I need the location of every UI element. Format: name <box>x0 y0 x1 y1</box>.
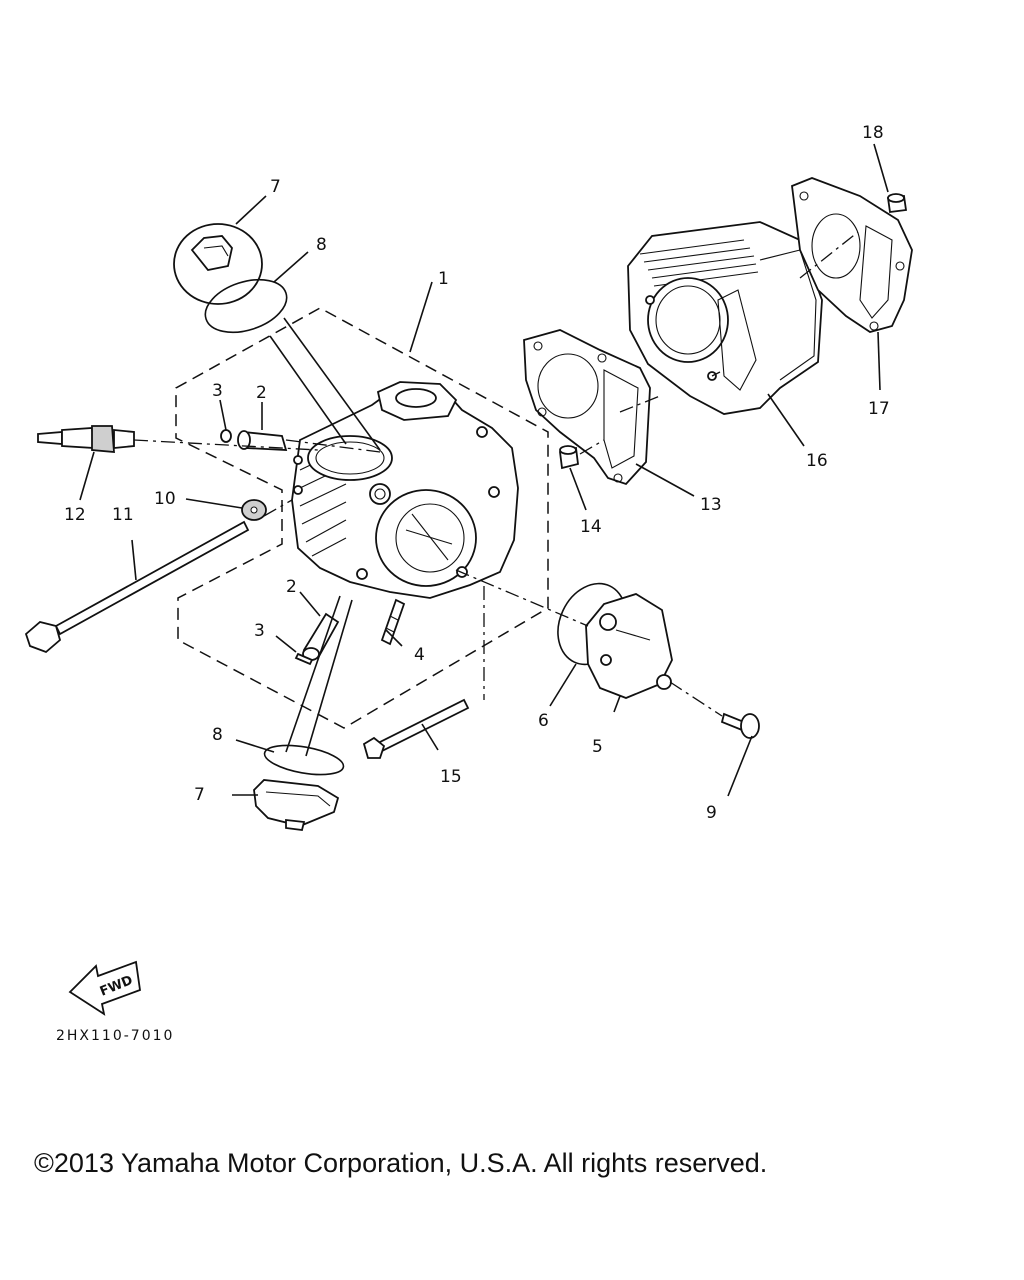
callout-7-lower: 7 <box>194 785 205 805</box>
o-ring-upper <box>204 278 288 334</box>
assembly-center-lines <box>133 231 859 717</box>
o-ring-lower <box>263 744 345 776</box>
callout-3-lower: 3 <box>254 621 265 641</box>
forward-direction-arrow: FWD <box>68 960 141 1016</box>
leader-lines <box>79 143 889 797</box>
callout-14: 14 <box>580 517 602 537</box>
callout-12: 12 <box>64 505 86 525</box>
callout-3-upper: 3 <box>212 381 223 401</box>
callout-1: 1 <box>438 269 449 289</box>
cylinder <box>627 221 823 415</box>
callout-4: 4 <box>414 645 425 665</box>
cover-bolt <box>720 712 760 739</box>
tappet-cover-upper <box>173 223 263 305</box>
cylinder-head-gasket <box>523 329 651 486</box>
spark-plug <box>37 425 135 453</box>
bolt-15 <box>362 698 470 759</box>
callout-8-upper: 8 <box>316 235 327 255</box>
cylinder-head <box>291 381 519 599</box>
copyright-notice: ©2013 Yamaha Motor Corporation, U.S.A. A… <box>34 1148 768 1178</box>
callout-2-lower: 2 <box>286 577 297 597</box>
callout-7-upper: 7 <box>270 177 281 197</box>
diagram-reference-code: 2HX110-7010 <box>56 1028 175 1044</box>
tappet-cover-lower <box>253 779 340 831</box>
stud-bolt-upper <box>237 430 288 451</box>
callout-16: 16 <box>806 451 828 471</box>
callout-18: 18 <box>862 123 884 143</box>
stud-bolt-4 <box>380 598 406 646</box>
side-cover <box>585 593 673 699</box>
long-bolt <box>24 520 250 654</box>
dowel-pin-14 <box>559 445 579 470</box>
callout-13: 13 <box>700 495 722 515</box>
cylinder-base-gasket <box>791 177 913 333</box>
callout-17: 17 <box>868 399 890 419</box>
callout-6: 6 <box>538 711 549 731</box>
callout-9: 9 <box>706 803 717 823</box>
pin-lower <box>294 652 314 666</box>
assembly-outline-cylinder-head <box>175 307 549 729</box>
dowel-pin-18 <box>886 193 908 214</box>
callout-10: 10 <box>154 489 176 509</box>
callout-11: 11 <box>112 505 134 525</box>
callout-15: 15 <box>440 767 462 787</box>
callout-8-lower: 8 <box>212 725 223 745</box>
cover-connection-lines <box>269 317 381 757</box>
callout-5: 5 <box>592 737 603 757</box>
pin-upper <box>220 429 232 443</box>
washer <box>241 499 267 521</box>
callout-labels: 1 2 2 3 3 4 5 6 7 7 8 8 9 10 11 12 13 14… <box>64 123 890 823</box>
callout-2-upper: 2 <box>256 383 267 403</box>
